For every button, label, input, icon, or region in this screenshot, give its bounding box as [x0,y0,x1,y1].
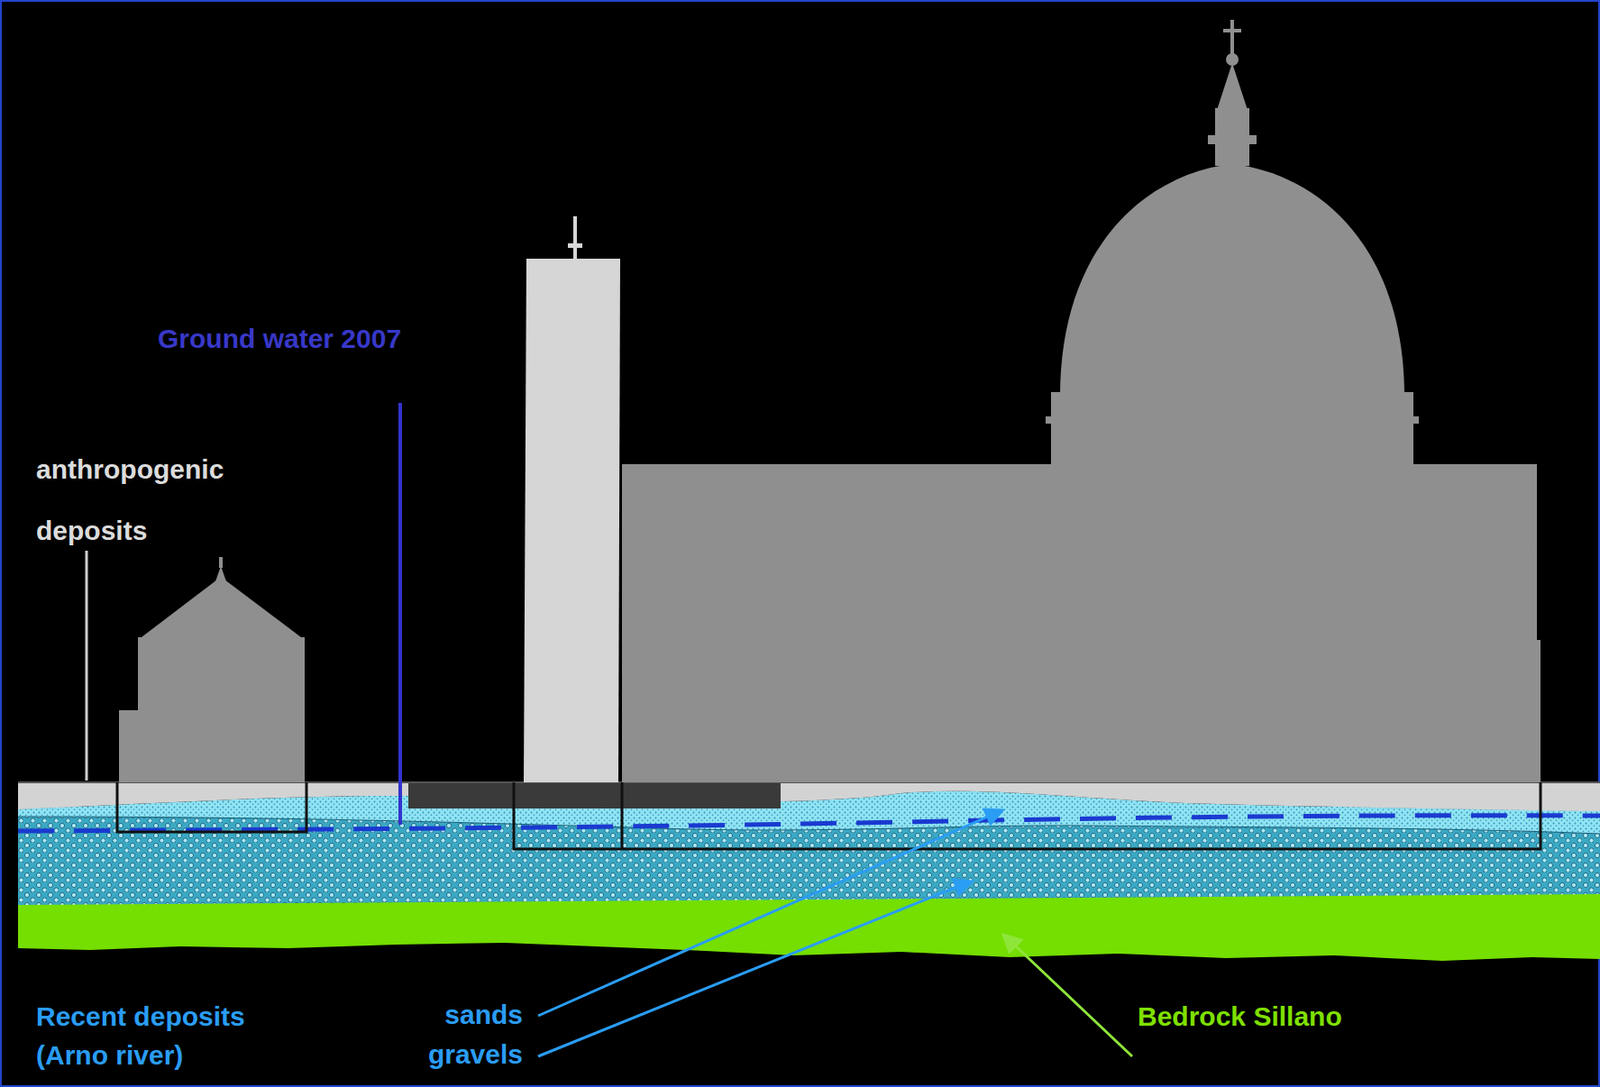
cathedral-foundation [513,782,1541,850]
material-label: sands [423,996,523,1034]
groundwater-line [18,815,1600,832]
bedrock-arrow [1003,934,1133,1057]
baptistery-silhouette [118,557,305,783]
layer-arrows [538,809,1003,1057]
groundwater-leader [398,402,403,825]
layer-label: anthropogenic deposits [36,438,289,562]
baptistery-foundation [117,782,307,832]
layer-label: Recent deposits (Arno river) [36,996,307,1075]
campanile-silhouette [523,216,621,783]
anthropogenic-leader [85,550,89,781]
cathedral-silhouette [621,19,1541,783]
bedrock-label: Bedrock Sillano [1137,998,1427,1035]
dark-fill-block [408,782,781,809]
material-label: gravels [387,1036,523,1073]
anthropogenic-layer [18,782,1600,812]
groundwater-label: Ground water 2007 [157,320,519,357]
